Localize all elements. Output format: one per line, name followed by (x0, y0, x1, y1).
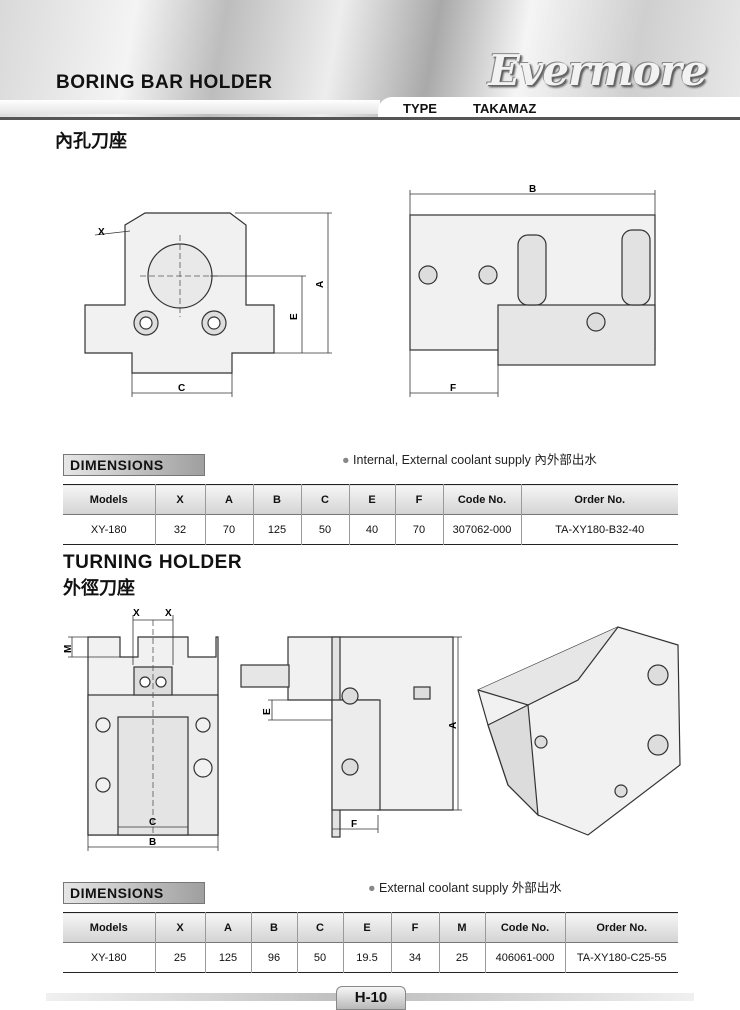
screw-icon (418, 265, 438, 285)
label-b: B (529, 184, 536, 195)
table-cell: 50 (296, 942, 344, 973)
table-cell: 19.5 (342, 942, 392, 973)
turning-holder-subtitle: 外徑刀座 (63, 578, 135, 599)
header-title-strip (0, 100, 380, 114)
page-title: BORING BAR HOLDER (56, 72, 273, 93)
turning-holder-drawing: X X M C B A E F (63, 608, 681, 851)
boring-holder-subtitle: 內孔刀座 (55, 131, 127, 152)
screw-icon (478, 265, 498, 285)
table-row: XY-180 32 70 125 50 40 70 307062-000 TA-… (63, 514, 678, 545)
col-header: X (154, 912, 206, 943)
label-c: C (149, 817, 156, 828)
type-label: TYPE (403, 101, 437, 116)
table-cell: XY-180 (63, 514, 156, 545)
dimensions-tab: DIMENSIONS (63, 882, 205, 904)
label-f: F (351, 819, 357, 830)
screw-icon (155, 676, 167, 688)
col-header: A (204, 484, 254, 515)
table-cell: 125 (252, 514, 302, 545)
table-cell: XY-180 (63, 942, 156, 973)
table-row: XY-180 25 125 96 50 19.5 34 25 406061-00… (63, 942, 678, 973)
label-f: F (450, 383, 456, 394)
table-cell: 25 (154, 942, 206, 973)
label-a: A (315, 281, 326, 288)
label-x: X (133, 608, 140, 619)
table-cell: 125 (204, 942, 252, 973)
label-m: M (63, 645, 74, 653)
table-cell: 25 (438, 942, 486, 973)
label-x: X (165, 608, 172, 619)
col-header: Order No. (564, 912, 678, 943)
col-header: C (300, 484, 350, 515)
label-e: E (289, 313, 300, 320)
boring-holder-drawing: X A E C B F (84, 184, 656, 397)
type-value: TAKAMAZ (473, 101, 537, 116)
table-cell: 50 (300, 514, 350, 545)
col-header: Models (63, 912, 156, 943)
col-header: Code No. (484, 912, 566, 943)
boring-dimensions-table: Models X A B C E F Code No. Order No. XY… (63, 484, 678, 545)
bullet-icon: ● (368, 881, 376, 895)
bullet-icon: ● (342, 453, 350, 467)
table-cell: 70 (394, 514, 444, 545)
label-x: X (98, 227, 105, 238)
dimensions-label: DIMENSIONS (70, 885, 164, 901)
screw-icon (341, 687, 359, 705)
table-cell: 96 (250, 942, 298, 973)
screw-icon (341, 758, 359, 776)
page-number: H-10 (354, 989, 388, 1006)
label-c: C (178, 383, 185, 394)
table-cell: 307062-000 (442, 514, 522, 545)
table-cell: TA-XY180-C25-55 (564, 942, 678, 973)
col-header: X (154, 484, 206, 515)
label-a: A (448, 722, 459, 729)
col-header: B (250, 912, 298, 943)
coolant-note: ● External coolant supply 外部出水 (368, 877, 562, 896)
table-cell: TA-XY180-B32-40 (520, 514, 678, 545)
turning-holder-title: TURNING HOLDER (63, 552, 243, 573)
dimensions-tab: DIMENSIONS (63, 454, 205, 476)
coolant-note-text: Internal, External coolant supply 內外部出水 (353, 453, 597, 467)
table-header-row: Models X A B C E F M Code No. Order No. (63, 912, 678, 943)
col-header: A (204, 912, 252, 943)
col-header: M (438, 912, 486, 943)
brand-logo: Evermore (488, 46, 708, 95)
col-header: Code No. (442, 484, 522, 515)
screw-icon (586, 312, 606, 332)
table-header-row: Models X A B C E F Code No. Order No. (63, 484, 678, 515)
col-header: E (348, 484, 396, 515)
col-header: Order No. (520, 484, 678, 515)
screw-icon (139, 676, 151, 688)
table-cell: 70 (204, 514, 254, 545)
col-header: F (394, 484, 444, 515)
table-cell: 34 (390, 942, 440, 973)
header-rule (0, 117, 740, 120)
turning-dimensions-table: Models X A B C E F M Code No. Order No. … (63, 912, 678, 973)
col-header: E (342, 912, 392, 943)
col-header: C (296, 912, 344, 943)
table-cell: 406061-000 (484, 942, 566, 973)
table-cell: 40 (348, 514, 396, 545)
col-header: B (252, 484, 302, 515)
coolant-note: ● Internal, External coolant supply 內外部出… (342, 449, 597, 468)
col-header: Models (63, 484, 156, 515)
col-header: F (390, 912, 440, 943)
dimensions-label: DIMENSIONS (70, 457, 164, 473)
label-e: E (262, 708, 273, 715)
type-tab (378, 97, 740, 117)
coolant-note-text: External coolant supply 外部出水 (379, 881, 562, 895)
label-b: B (149, 837, 156, 848)
page-number-tab: H-10 (336, 986, 406, 1010)
table-cell: 32 (154, 514, 206, 545)
